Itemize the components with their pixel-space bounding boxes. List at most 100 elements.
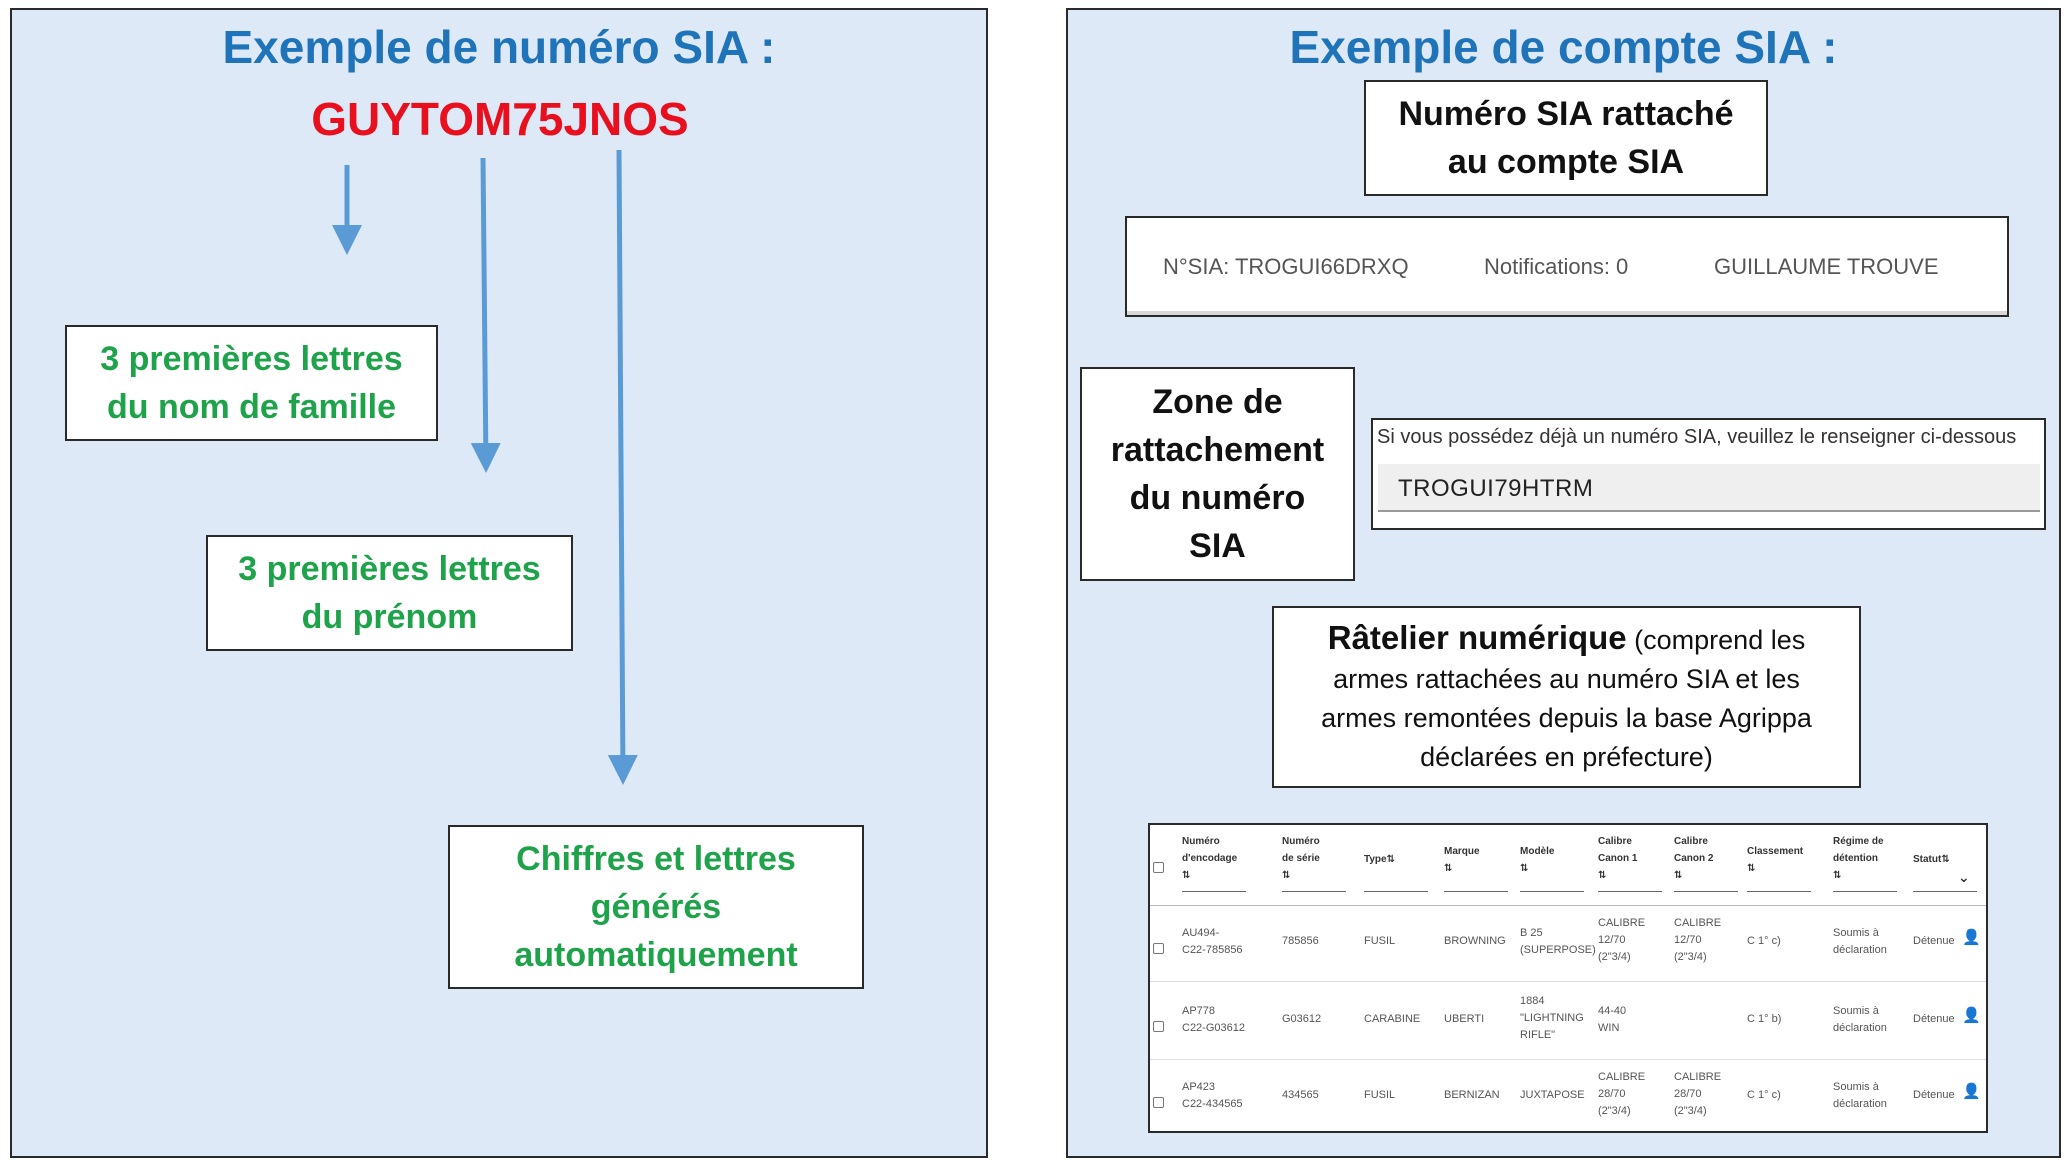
table-cell: WIN xyxy=(1598,1022,1620,1034)
arrow-prenom xyxy=(470,157,501,473)
ratelier-title: Râtelier numérique xyxy=(1327,618,1627,656)
table-cell: CARABINE xyxy=(1364,1013,1421,1025)
table-cell: FUSIL xyxy=(1364,1089,1396,1101)
table-cell: CALIBRE xyxy=(1674,917,1722,929)
row-separator xyxy=(1150,981,1986,982)
table-cell: AP778 xyxy=(1182,1005,1216,1017)
table-cell: G03612 xyxy=(1282,1013,1322,1025)
table-header-cell[interactable]: Type⇅ xyxy=(1364,854,1395,865)
select-all-checkbox[interactable] xyxy=(1153,862,1164,873)
attach-label: Si vous possédez déjà un numéro SIA, veu… xyxy=(1377,426,2017,448)
table-cell: C 1° b) xyxy=(1747,1013,1782,1025)
header-filter-underline xyxy=(1913,891,1977,892)
table-cell: AP423 xyxy=(1182,1081,1216,1093)
table-header-cell[interactable]: Canon 2 xyxy=(1674,853,1714,864)
sia-number-input[interactable]: TROGUI79HTRM xyxy=(1378,464,2040,512)
table-cell: Détenue xyxy=(1913,935,1955,947)
user-icon: 👤 xyxy=(1962,1007,1981,1024)
table-cell: (2"3/4) xyxy=(1598,951,1631,963)
table-header-cell[interactable]: d'encodage xyxy=(1182,853,1238,864)
header-filter-underline xyxy=(1598,891,1662,892)
table-header-cell[interactable]: ⇅ xyxy=(1833,870,1842,881)
header-filter-underline xyxy=(1182,891,1246,892)
user-icon: 👤 xyxy=(1962,1083,1981,1100)
table-header-cell[interactable]: Calibre xyxy=(1598,836,1632,847)
table-header-cell[interactable]: ⇅ xyxy=(1444,863,1453,874)
header-filter-underline xyxy=(1520,891,1584,892)
table-header-cell[interactable]: ⇅ xyxy=(1747,863,1756,874)
table-cell: JUXTAPOSE xyxy=(1520,1089,1585,1101)
table-cell: 28/70 xyxy=(1598,1088,1626,1100)
attach-zone: Si vous possédez déjà un numéro SIA, veu… xyxy=(1371,418,2046,530)
table-cell: BERNIZAN xyxy=(1444,1089,1500,1101)
header-filter-underline xyxy=(1364,891,1428,892)
table-cell: (2"3/4) xyxy=(1674,951,1707,963)
header-filter-underline xyxy=(1747,891,1811,892)
table-header-cell[interactable]: ⇅ xyxy=(1520,863,1529,874)
table-header-cell[interactable]: Numéro xyxy=(1282,836,1320,847)
header-user-name[interactable]: GUILLAUME TROUVE xyxy=(1714,254,1939,279)
table-cell: UBERTI xyxy=(1444,1013,1485,1025)
label-numero-rattache: Numéro SIA rattaché au compte SIA xyxy=(1364,80,1768,196)
table-header-cell[interactable]: Marque xyxy=(1444,846,1480,857)
table-header-cell[interactable]: détention xyxy=(1833,853,1878,864)
table-cell: Détenue xyxy=(1913,1013,1955,1025)
table-header-cell[interactable]: Régime de xyxy=(1833,836,1884,847)
table-cell: AU494- xyxy=(1182,927,1220,939)
table-header-cell[interactable]: ⇅ xyxy=(1598,870,1607,881)
table-cell: (2"3/4) xyxy=(1598,1105,1631,1117)
table-header-cell[interactable]: Numéro xyxy=(1182,836,1220,847)
label-prenom: 3 premières lettres du prénom xyxy=(206,535,573,651)
label-generes-automatiquement: Chiffres et lettres générés automatiquem… xyxy=(448,825,864,989)
table-cell: RIFLE" xyxy=(1520,1029,1556,1041)
table-header-cell[interactable]: Calibre xyxy=(1674,836,1708,847)
label-nom-de-famille: 3 premières lettres du nom de famille xyxy=(65,325,438,441)
header-bottom-border xyxy=(1127,311,2007,315)
table-cell: C 1° c) xyxy=(1747,1089,1781,1101)
header-sia-number: N°SIA: TROGUI66DRXQ xyxy=(1163,254,1409,279)
table-cell: 12/70 xyxy=(1598,934,1626,946)
weapon-table-frame: Numéro d'encodage ⇅ Numéro de série ⇅ Type⇅ Mar… xyxy=(1148,823,1988,1133)
table-cell: Soumis à xyxy=(1833,1005,1879,1017)
table-header-cell[interactable]: ⇅ xyxy=(1282,870,1291,881)
table-cell: B 25 xyxy=(1520,927,1543,939)
table-cell: 12/70 xyxy=(1674,934,1702,946)
table-header-cell[interactable]: Canon 1 xyxy=(1598,853,1638,864)
table-cell: 1884 xyxy=(1520,995,1545,1007)
table-cell: "LIGHTNING xyxy=(1520,1012,1584,1024)
table-header-cell[interactable]: de série xyxy=(1282,853,1320,864)
table-cell: C22-434565 xyxy=(1182,1098,1243,1110)
table-cell: (2"3/4) xyxy=(1674,1105,1707,1117)
table-header-cell[interactable]: Classement xyxy=(1747,846,1804,857)
sia-number-example: GUYTOM75JNOS xyxy=(311,93,689,145)
right-panel-title: Exemple de compte SIA : xyxy=(1289,21,1838,73)
table-cell: C 1° c) xyxy=(1747,935,1781,947)
table-cell: (SUPERPOSE) xyxy=(1520,944,1596,956)
row-checkbox[interactable] xyxy=(1153,1021,1164,1032)
header-separator xyxy=(1150,905,1986,906)
table-cell: 28/70 xyxy=(1674,1088,1702,1100)
chevron-down-icon[interactable]: ⌄ xyxy=(1958,869,1970,885)
table-cell: 44-40 xyxy=(1598,1005,1627,1017)
header-notifications[interactable]: Notifications: 0 xyxy=(1484,254,1629,279)
row-checkbox[interactable] xyxy=(1153,1097,1164,1108)
sia-number-input-value: TROGUI79HTRM xyxy=(1398,475,1594,502)
header-filter-underline xyxy=(1444,891,1508,892)
header-filter-underline xyxy=(1674,891,1738,892)
table-cell: Détenue xyxy=(1913,1089,1955,1101)
row-separator xyxy=(1150,1059,1986,1060)
table-header-cell[interactable]: Statut⇅ xyxy=(1913,854,1950,865)
header-filter-underline xyxy=(1833,891,1897,892)
table-cell: FUSIL xyxy=(1364,935,1396,947)
label-ratelier: Râtelier numérique (comprend les armes r… xyxy=(1272,606,1861,788)
table-header-cell[interactable]: Modèle xyxy=(1520,846,1555,857)
table-header-cell[interactable]: ⇅ xyxy=(1182,870,1191,881)
table-cell: C22-785856 xyxy=(1182,944,1243,956)
label-zone-rattachement: Zone de rattachement du numéro SIA xyxy=(1080,367,1355,581)
table-cell: Soumis à xyxy=(1833,927,1879,939)
row-checkbox[interactable] xyxy=(1153,943,1164,954)
table-cell: C22-G03612 xyxy=(1182,1022,1245,1034)
table-header-cell[interactable]: ⇅ xyxy=(1674,870,1683,881)
table-cell: BROWNING xyxy=(1444,935,1506,947)
table-cell: Soumis à xyxy=(1833,1081,1879,1093)
